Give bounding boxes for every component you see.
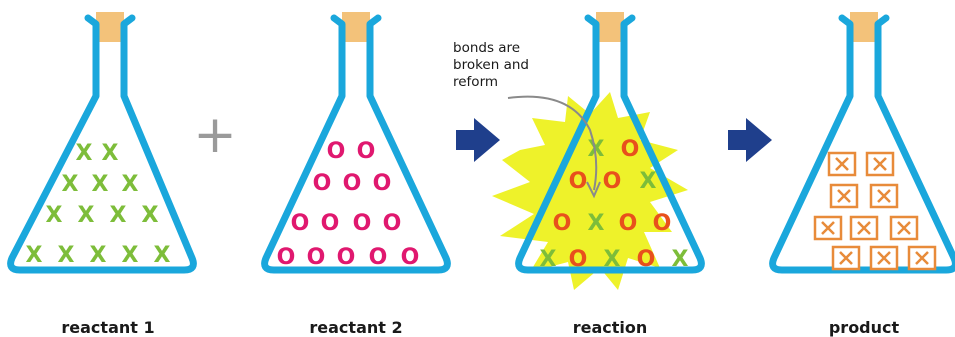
cork-icon	[342, 12, 370, 42]
particle: X	[90, 243, 107, 268]
bond-annotation: bonds are broken and reform	[453, 40, 563, 91]
particle: O	[373, 171, 392, 196]
label-reaction: reaction	[525, 318, 695, 337]
particle: O	[619, 211, 638, 236]
particle: O	[357, 139, 376, 164]
particle: O	[637, 247, 656, 272]
particle: O	[307, 245, 326, 270]
right-arrow-icon	[456, 118, 500, 162]
label-reactant-2: reactant 2	[271, 318, 441, 337]
particle: O	[337, 245, 356, 270]
particle: O	[553, 211, 572, 236]
particle: O	[327, 139, 346, 164]
particle: X	[142, 203, 159, 228]
particle: X	[122, 172, 139, 197]
particle: X	[76, 141, 93, 166]
plus-icon: +	[193, 105, 237, 165]
particle: O	[569, 247, 588, 272]
label-reactant-1: reactant 1	[23, 318, 193, 337]
particle: O	[277, 245, 296, 270]
particle: X	[102, 141, 119, 166]
particle: X	[640, 169, 657, 194]
annotation-line-2: broken and	[453, 57, 563, 74]
product-molecule	[871, 185, 897, 207]
particle: O	[569, 169, 588, 194]
product-molecule	[829, 153, 855, 175]
particle: X	[122, 243, 139, 268]
cork-icon	[96, 12, 124, 42]
product-boxes	[815, 153, 935, 269]
particle: O	[383, 211, 402, 236]
cork-icon	[850, 12, 878, 42]
product-molecule	[867, 153, 893, 175]
particle: X	[154, 243, 171, 268]
particle: O	[353, 211, 372, 236]
particle: O	[313, 171, 332, 196]
product-molecule	[909, 247, 935, 269]
particle: X	[26, 243, 43, 268]
particle: O	[653, 211, 672, 236]
particle: O	[343, 171, 362, 196]
product-molecule	[891, 217, 917, 239]
product-molecule	[815, 217, 841, 239]
particle: X	[92, 172, 109, 197]
particle: O	[369, 245, 388, 270]
particle: X	[540, 247, 557, 272]
product-molecule	[831, 185, 857, 207]
particle: X	[58, 243, 75, 268]
product-molecule	[833, 247, 859, 269]
annotation-line-3: reform	[453, 74, 563, 91]
particle: O	[401, 245, 420, 270]
particle: O	[291, 211, 310, 236]
particle: X	[46, 203, 63, 228]
particle: X	[588, 211, 605, 236]
flask-product	[773, 12, 955, 270]
particle: X	[604, 247, 621, 272]
label-product: product	[779, 318, 949, 337]
particle: X	[672, 247, 689, 272]
particle: O	[603, 169, 622, 194]
particle: X	[110, 203, 127, 228]
particle: X	[78, 203, 95, 228]
annotation-line-1: bonds are	[453, 40, 563, 57]
product-molecule	[871, 247, 897, 269]
cork-icon	[596, 12, 624, 42]
product-molecule	[851, 217, 877, 239]
particle: O	[321, 211, 340, 236]
particle: O	[621, 137, 640, 162]
particle: X	[62, 172, 79, 197]
right-arrow-icon	[728, 118, 772, 162]
